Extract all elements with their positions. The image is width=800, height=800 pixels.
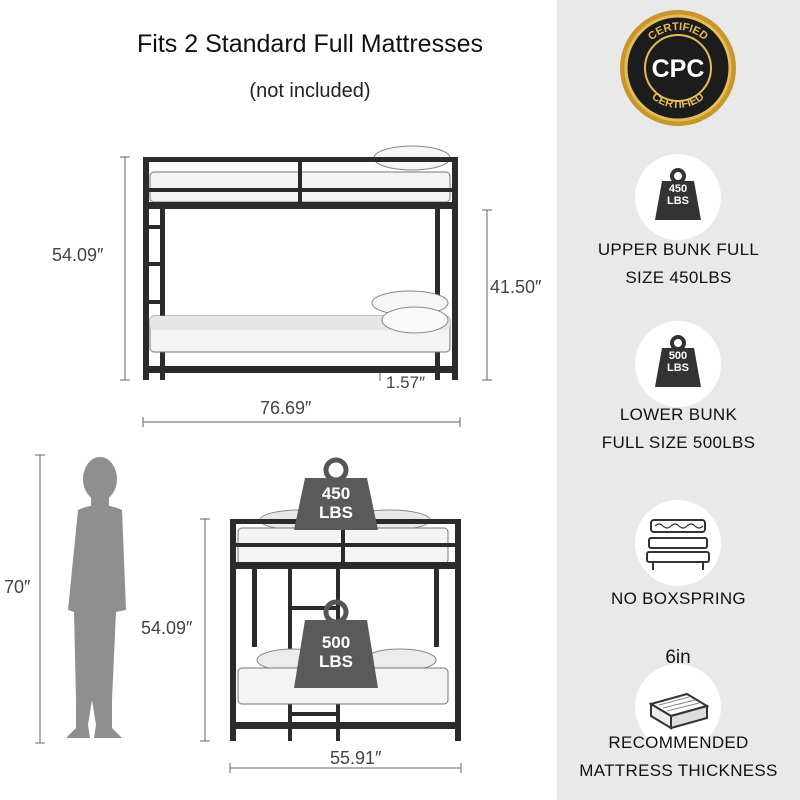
floor-clearance-label: 1.57″ <box>386 373 426 392</box>
svg-text:CERTIFIED: CERTIFIED <box>646 21 710 43</box>
upper-weight-label: 450 LBS <box>319 484 353 522</box>
feature-mattress-thickness: RECOMMENDED MATTRESS THICKNESS <box>579 733 778 780</box>
weight-450-unit: LBS <box>667 195 689 207</box>
feature-upper-bunk: UPPER BUNK FULL SIZE 450LBS <box>597 240 760 287</box>
side-height-label: 54.09″ <box>52 245 104 265</box>
page-title: Fits 2 Standard Full Mattresses <box>137 30 483 58</box>
lower-weight-badge-icon <box>294 599 378 688</box>
upper-weight-badge-icon <box>294 457 378 530</box>
badge-bottom-text: CERTIFIED <box>650 91 707 111</box>
side-length-label: 76.69″ <box>260 398 312 418</box>
side-view-bed-illustration <box>35 145 492 773</box>
weight-450-icon <box>655 168 701 220</box>
weight-500-unit: LBS <box>667 362 689 374</box>
feature-lower-bunk: LOWER BUNK FULL SIZE 500LBS <box>601 405 756 452</box>
lower-weight-label: 500 LBS <box>319 633 353 671</box>
feature-no-boxspring: NO BOXSPRING <box>611 589 746 608</box>
svg-text:CERTIFIED: CERTIFIED <box>650 91 707 111</box>
mattress-icon <box>648 692 710 730</box>
page-subtitle: (not included) <box>249 80 371 102</box>
person-height-label: 70″ <box>4 577 31 597</box>
lower-clearance-label: 41.50″ <box>490 277 542 297</box>
no-boxspring-icon <box>646 519 710 570</box>
front-height-label: 54.09″ <box>141 618 193 638</box>
badge-top-text: CERTIFIED <box>646 21 710 43</box>
person-silhouette-icon <box>66 457 126 738</box>
front-width-label: 55.91″ <box>330 748 382 768</box>
weight-450-value: 450 <box>668 183 688 195</box>
weight-500-icon <box>655 335 701 387</box>
badge-center-text: CPC <box>652 55 705 83</box>
mattress-thickness-label: 6in <box>665 647 691 668</box>
cpc-certified-badge-icon <box>620 10 736 126</box>
weight-500-value: 500 <box>668 350 688 362</box>
